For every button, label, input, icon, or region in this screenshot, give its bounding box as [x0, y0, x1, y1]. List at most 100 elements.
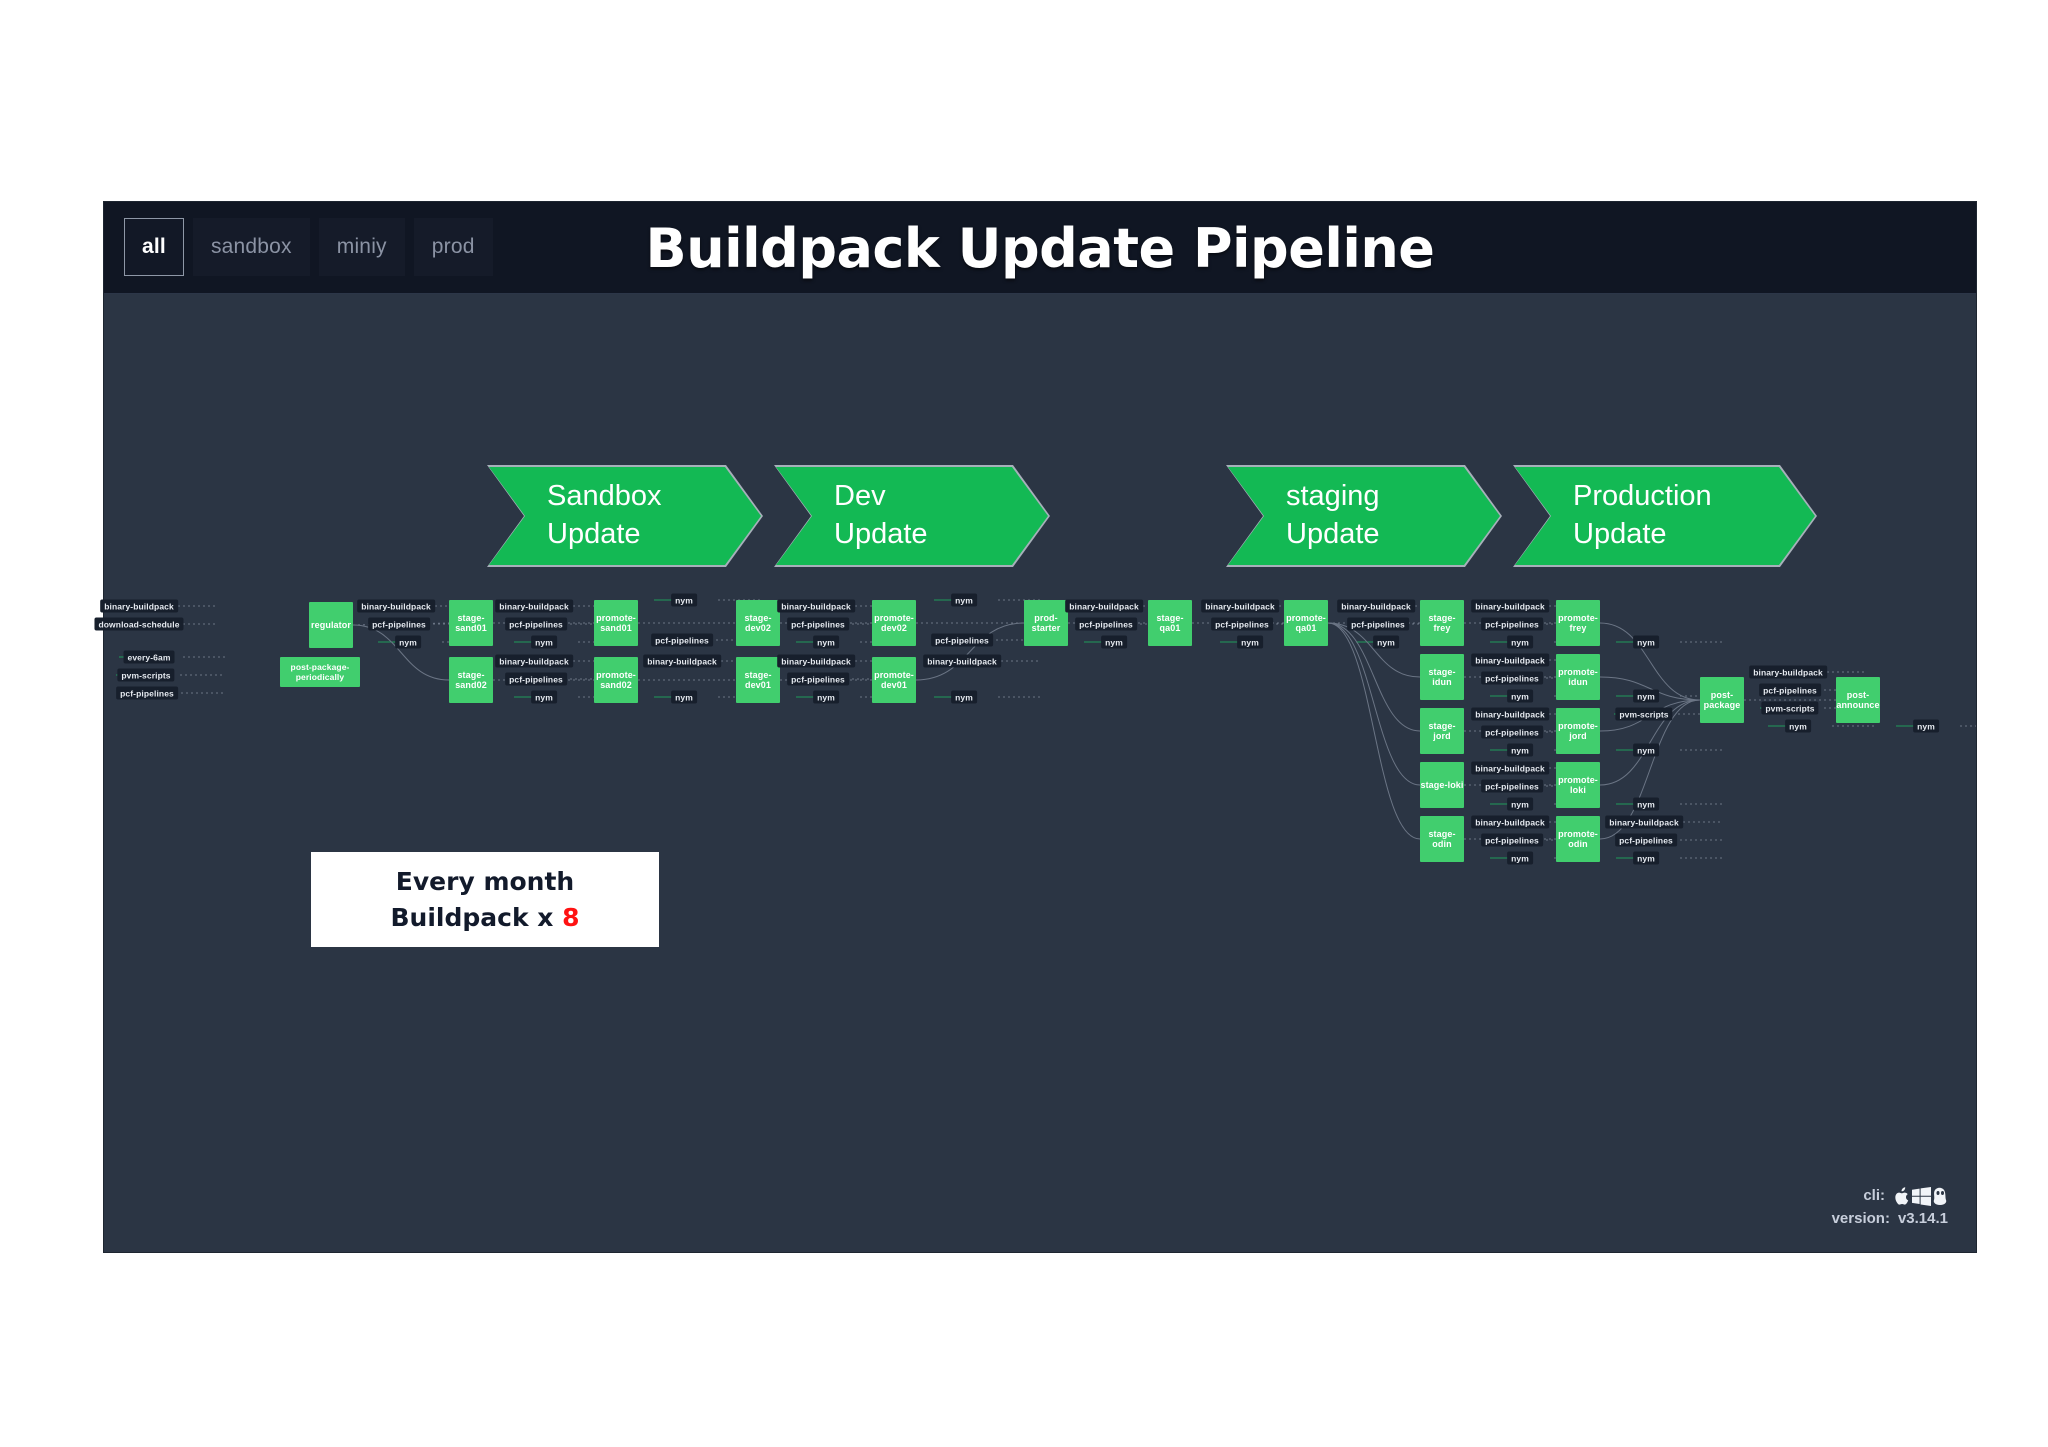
resource-pin-nym[interactable]: nym [951, 593, 977, 607]
resource-pin-pcf-pipelines[interactable]: pcf-pipelines [931, 633, 993, 647]
resource-pin-nym[interactable]: nym [671, 593, 697, 607]
job-node-promote-loki[interactable]: promote-loki [1556, 762, 1600, 808]
job-node-promote-odin[interactable]: promote-odin [1556, 816, 1600, 862]
resource-pin-every-6am[interactable]: every-6am [123, 650, 175, 664]
resource-pin-nym[interactable]: nym [1237, 635, 1263, 649]
resource-pin-nym[interactable]: nym [531, 635, 557, 649]
job-node-stage-sand01[interactable]: stage-sand01 [449, 600, 493, 646]
resource-pin-nym[interactable]: nym [395, 635, 421, 649]
resource-pin-nym[interactable]: nym [1633, 743, 1659, 757]
job-node-stage-sand02[interactable]: stage-sand02 [449, 657, 493, 703]
linux-download-icon[interactable] [1933, 1187, 1948, 1206]
resource-pin-binary-buildpack[interactable]: binary-buildpack [1471, 707, 1549, 721]
resource-pin-pcf-pipelines[interactable]: pcf-pipelines [1481, 725, 1543, 739]
job-node-post-announce[interactable]: post-announce [1836, 677, 1880, 723]
job-node-prod-starter[interactable]: prod-starter [1024, 600, 1068, 646]
resource-pin-binary-buildpack[interactable]: binary-buildpack [357, 599, 435, 613]
resource-pin-binary-buildpack[interactable]: binary-buildpack [643, 654, 721, 668]
resource-pin-binary-buildpack[interactable]: binary-buildpack [1605, 815, 1683, 829]
job-node-stage-loki[interactable]: stage-loki [1420, 762, 1464, 808]
job-node-promote-sand02[interactable]: promote-sand02 [594, 657, 638, 703]
resource-pin-nym[interactable]: nym [1373, 635, 1399, 649]
job-node-stage-qa01[interactable]: stage-qa01 [1148, 600, 1192, 646]
resource-pin-pvm-scripts[interactable]: pvm-scripts [1761, 701, 1819, 715]
resource-pin-download-schedule[interactable]: download-schedule [94, 617, 184, 631]
job-node-post-package-periodically[interactable]: post-package-periodically [280, 657, 360, 687]
job-node-promote-jord[interactable]: promote-jord [1556, 708, 1600, 754]
resource-pin-pcf-pipelines[interactable]: pcf-pipelines [651, 633, 713, 647]
resource-pin-nym[interactable]: nym [951, 690, 977, 704]
job-node-regulator[interactable]: regulator [309, 602, 353, 648]
job-node-promote-qa01[interactable]: promote-qa01 [1284, 600, 1328, 646]
resource-pin-binary-buildpack[interactable]: binary-buildpack [1337, 599, 1415, 613]
resource-pin-binary-buildpack[interactable]: binary-buildpack [1471, 653, 1549, 667]
resource-pin-binary-buildpack[interactable]: binary-buildpack [495, 599, 573, 613]
job-node-promote-dev02[interactable]: promote-dev02 [872, 600, 916, 646]
apple-download-icon[interactable] [1893, 1186, 1910, 1206]
tab-miniy[interactable]: miniy [318, 218, 405, 276]
resource-pin-pcf-pipelines[interactable]: pcf-pipelines [787, 617, 849, 631]
resource-pin-binary-buildpack[interactable]: binary-buildpack [777, 599, 855, 613]
resource-pin-pcf-pipelines[interactable]: pcf-pipelines [787, 672, 849, 686]
tab-sandbox[interactable]: sandbox [192, 218, 310, 276]
resource-pin-nym[interactable]: nym [1785, 719, 1811, 733]
job-node-stage-odin[interactable]: stage-odin [1420, 816, 1464, 862]
job-node-stage-jord[interactable]: stage-jord [1420, 708, 1464, 754]
job-node-stage-dev01[interactable]: stage-dev01 [736, 657, 780, 703]
resource-pin-nym[interactable]: nym [813, 635, 839, 649]
resource-pin-nym[interactable]: nym [1101, 635, 1127, 649]
resource-pin-pcf-pipelines[interactable]: pcf-pipelines [1211, 617, 1273, 631]
job-node-stage-idun[interactable]: stage-idun [1420, 654, 1464, 700]
resource-pin-nym[interactable]: nym [1633, 689, 1659, 703]
resource-pin-binary-buildpack[interactable]: binary-buildpack [777, 654, 855, 668]
resource-pin-nym[interactable]: nym [671, 690, 697, 704]
resource-pin-nym[interactable]: nym [531, 690, 557, 704]
job-node-promote-frey[interactable]: promote-frey [1556, 600, 1600, 646]
resource-pin-binary-buildpack[interactable]: binary-buildpack [923, 654, 1001, 668]
resource-pin-pcf-pipelines[interactable]: pcf-pipelines [1347, 617, 1409, 631]
job-node-post-package[interactable]: post-package [1700, 677, 1744, 723]
resource-pin-nym[interactable]: nym [1507, 689, 1533, 703]
resource-pin-binary-buildpack[interactable]: binary-buildpack [1749, 665, 1827, 679]
resource-pin-pcf-pipelines[interactable]: pcf-pipelines [368, 617, 430, 631]
resource-pin-nym[interactable]: nym [1507, 635, 1533, 649]
resource-pin-nym[interactable]: nym [1633, 797, 1659, 811]
job-node-stage-frey[interactable]: stage-frey [1420, 600, 1464, 646]
resource-pin-pcf-pipelines[interactable]: pcf-pipelines [505, 672, 567, 686]
resource-pin-nym[interactable]: nym [1507, 797, 1533, 811]
resource-pin-nym[interactable]: nym [1507, 851, 1533, 865]
resource-pin-pcf-pipelines[interactable]: pcf-pipelines [1481, 779, 1543, 793]
resource-pin-pcf-pipelines[interactable]: pcf-pipelines [1615, 833, 1677, 847]
resource-pin-binary-buildpack[interactable]: binary-buildpack [1471, 815, 1549, 829]
resource-pin-pcf-pipelines[interactable]: pcf-pipelines [1481, 671, 1543, 685]
resource-pin-binary-buildpack[interactable]: binary-buildpack [1065, 599, 1143, 613]
resource-pin-pcf-pipelines[interactable]: pcf-pipelines [1759, 683, 1821, 697]
resource-pin-binary-buildpack[interactable]: binary-buildpack [495, 654, 573, 668]
resource-pin-binary-buildpack[interactable]: binary-buildpack [1471, 599, 1549, 613]
resource-pin-nym[interactable]: nym [813, 690, 839, 704]
job-node-promote-sand01[interactable]: promote-sand01 [594, 600, 638, 646]
resource-pin-nym[interactable]: nym [1633, 635, 1659, 649]
resource-pin-nym[interactable]: nym [1507, 743, 1533, 757]
resource-pin-nym[interactable]: nym [1633, 851, 1659, 865]
resource-pin-pcf-pipelines[interactable]: pcf-pipelines [505, 617, 567, 631]
resource-pin-binary-buildpack[interactable]: binary-buildpack [100, 599, 178, 613]
tab-all[interactable]: all [124, 218, 184, 276]
job-node-stage-dev02[interactable]: stage-dev02 [736, 600, 780, 646]
resource-pin-pcf-pipelines[interactable]: pcf-pipelines [1481, 617, 1543, 631]
job-node-promote-idun[interactable]: promote-idun [1556, 654, 1600, 700]
resource-pin-pcf-pipelines[interactable]: pcf-pipelines [116, 686, 178, 700]
tab-prod[interactable]: prod [413, 218, 493, 276]
resource-pin-pcf-pipelines[interactable]: pcf-pipelines [1075, 617, 1137, 631]
windows-download-icon[interactable] [1912, 1186, 1931, 1206]
resource-pin-pvm-scripts[interactable]: pvm-scripts [1615, 707, 1673, 721]
resource-pin-nym[interactable]: nym [1913, 719, 1939, 733]
resource-pin-binary-buildpack[interactable]: binary-buildpack [1201, 599, 1279, 613]
resource-pin-binary-buildpack[interactable]: binary-buildpack [1471, 761, 1549, 775]
resource-pin-pcf-pipelines[interactable]: pcf-pipelines [1481, 833, 1543, 847]
resource-pin-pvm-scripts[interactable]: pvm-scripts [117, 668, 175, 682]
